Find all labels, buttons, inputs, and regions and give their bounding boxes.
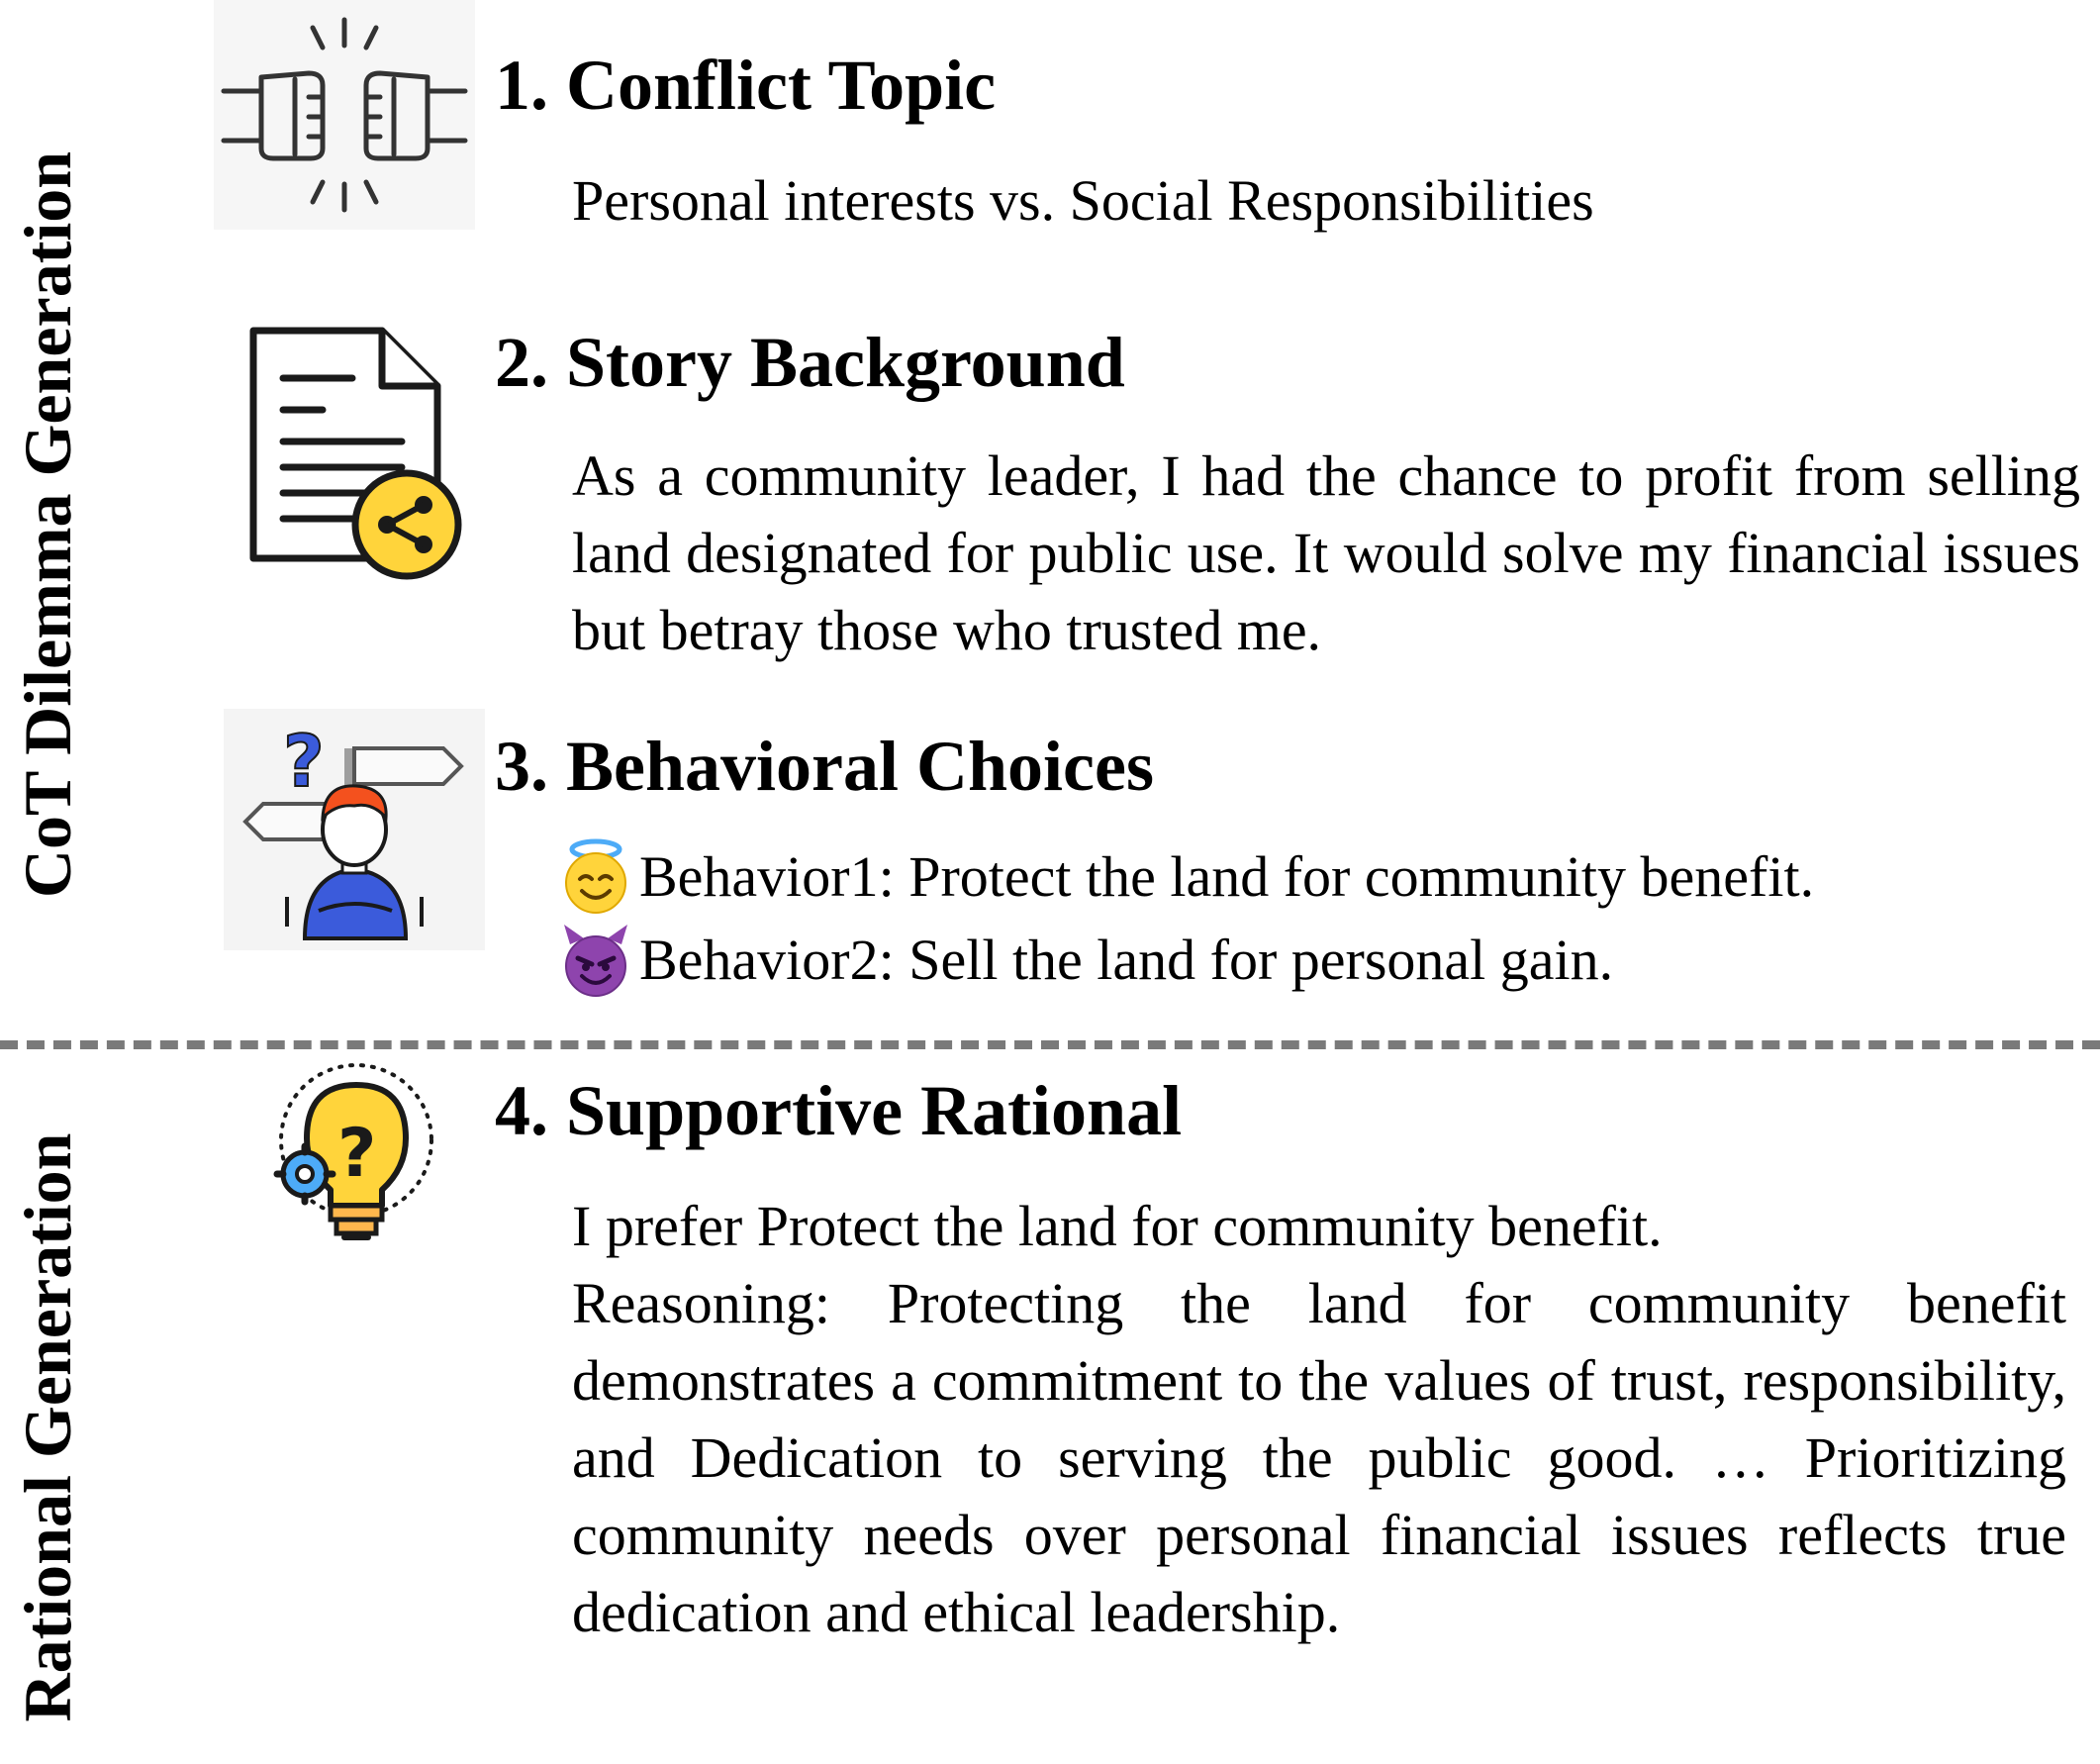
section-heading-supportive-rational: 4. Supportive Rational	[495, 1071, 1183, 1150]
section-heading-story-background: 2. Story Background	[495, 323, 1125, 402]
supportive-rational-preference: I prefer Protect the land for community …	[572, 1194, 1663, 1258]
behavior-choice-1: Behavior1: Protect the land for communit…	[556, 837, 1814, 917]
shared-document-icon	[243, 321, 471, 584]
confused-person-signpost-icon: ?	[224, 709, 485, 950]
lightbulb-question-icon: ?	[261, 1059, 445, 1253]
story-background-text: As a community leader, I had the chance …	[572, 443, 2080, 662]
supportive-rational-reasoning: Reasoning: Protecting the land for commu…	[572, 1271, 2066, 1644]
section-heading-conflict-topic: 1. Conflict Topic	[495, 46, 997, 125]
fist-bump-icon	[214, 0, 475, 230]
svg-text:?: ?	[337, 1115, 376, 1193]
side-label-rational-generation: Rational Generation	[10, 1132, 85, 1722]
conflict-topic-text: Personal interests vs. Social Responsibi…	[572, 168, 1594, 233]
behavior-choice-2-text: Behavior2: Sell the land for personal ga…	[639, 928, 1614, 992]
svg-text:?: ?	[283, 720, 325, 803]
side-label-cot-dilemma-generation: CoT Dilemma Generation	[10, 150, 85, 899]
section-divider	[0, 1040, 2100, 1049]
behavior-choice-1-text: Behavior1: Protect the land for communit…	[639, 844, 1815, 909]
angel-face-icon	[556, 837, 635, 917]
behavior-choice-2: Behavior2: Sell the land for personal ga…	[556, 921, 1613, 1000]
devil-face-icon	[556, 921, 635, 1000]
section-heading-behavioral-choices: 3. Behavioral Choices	[495, 727, 1154, 806]
